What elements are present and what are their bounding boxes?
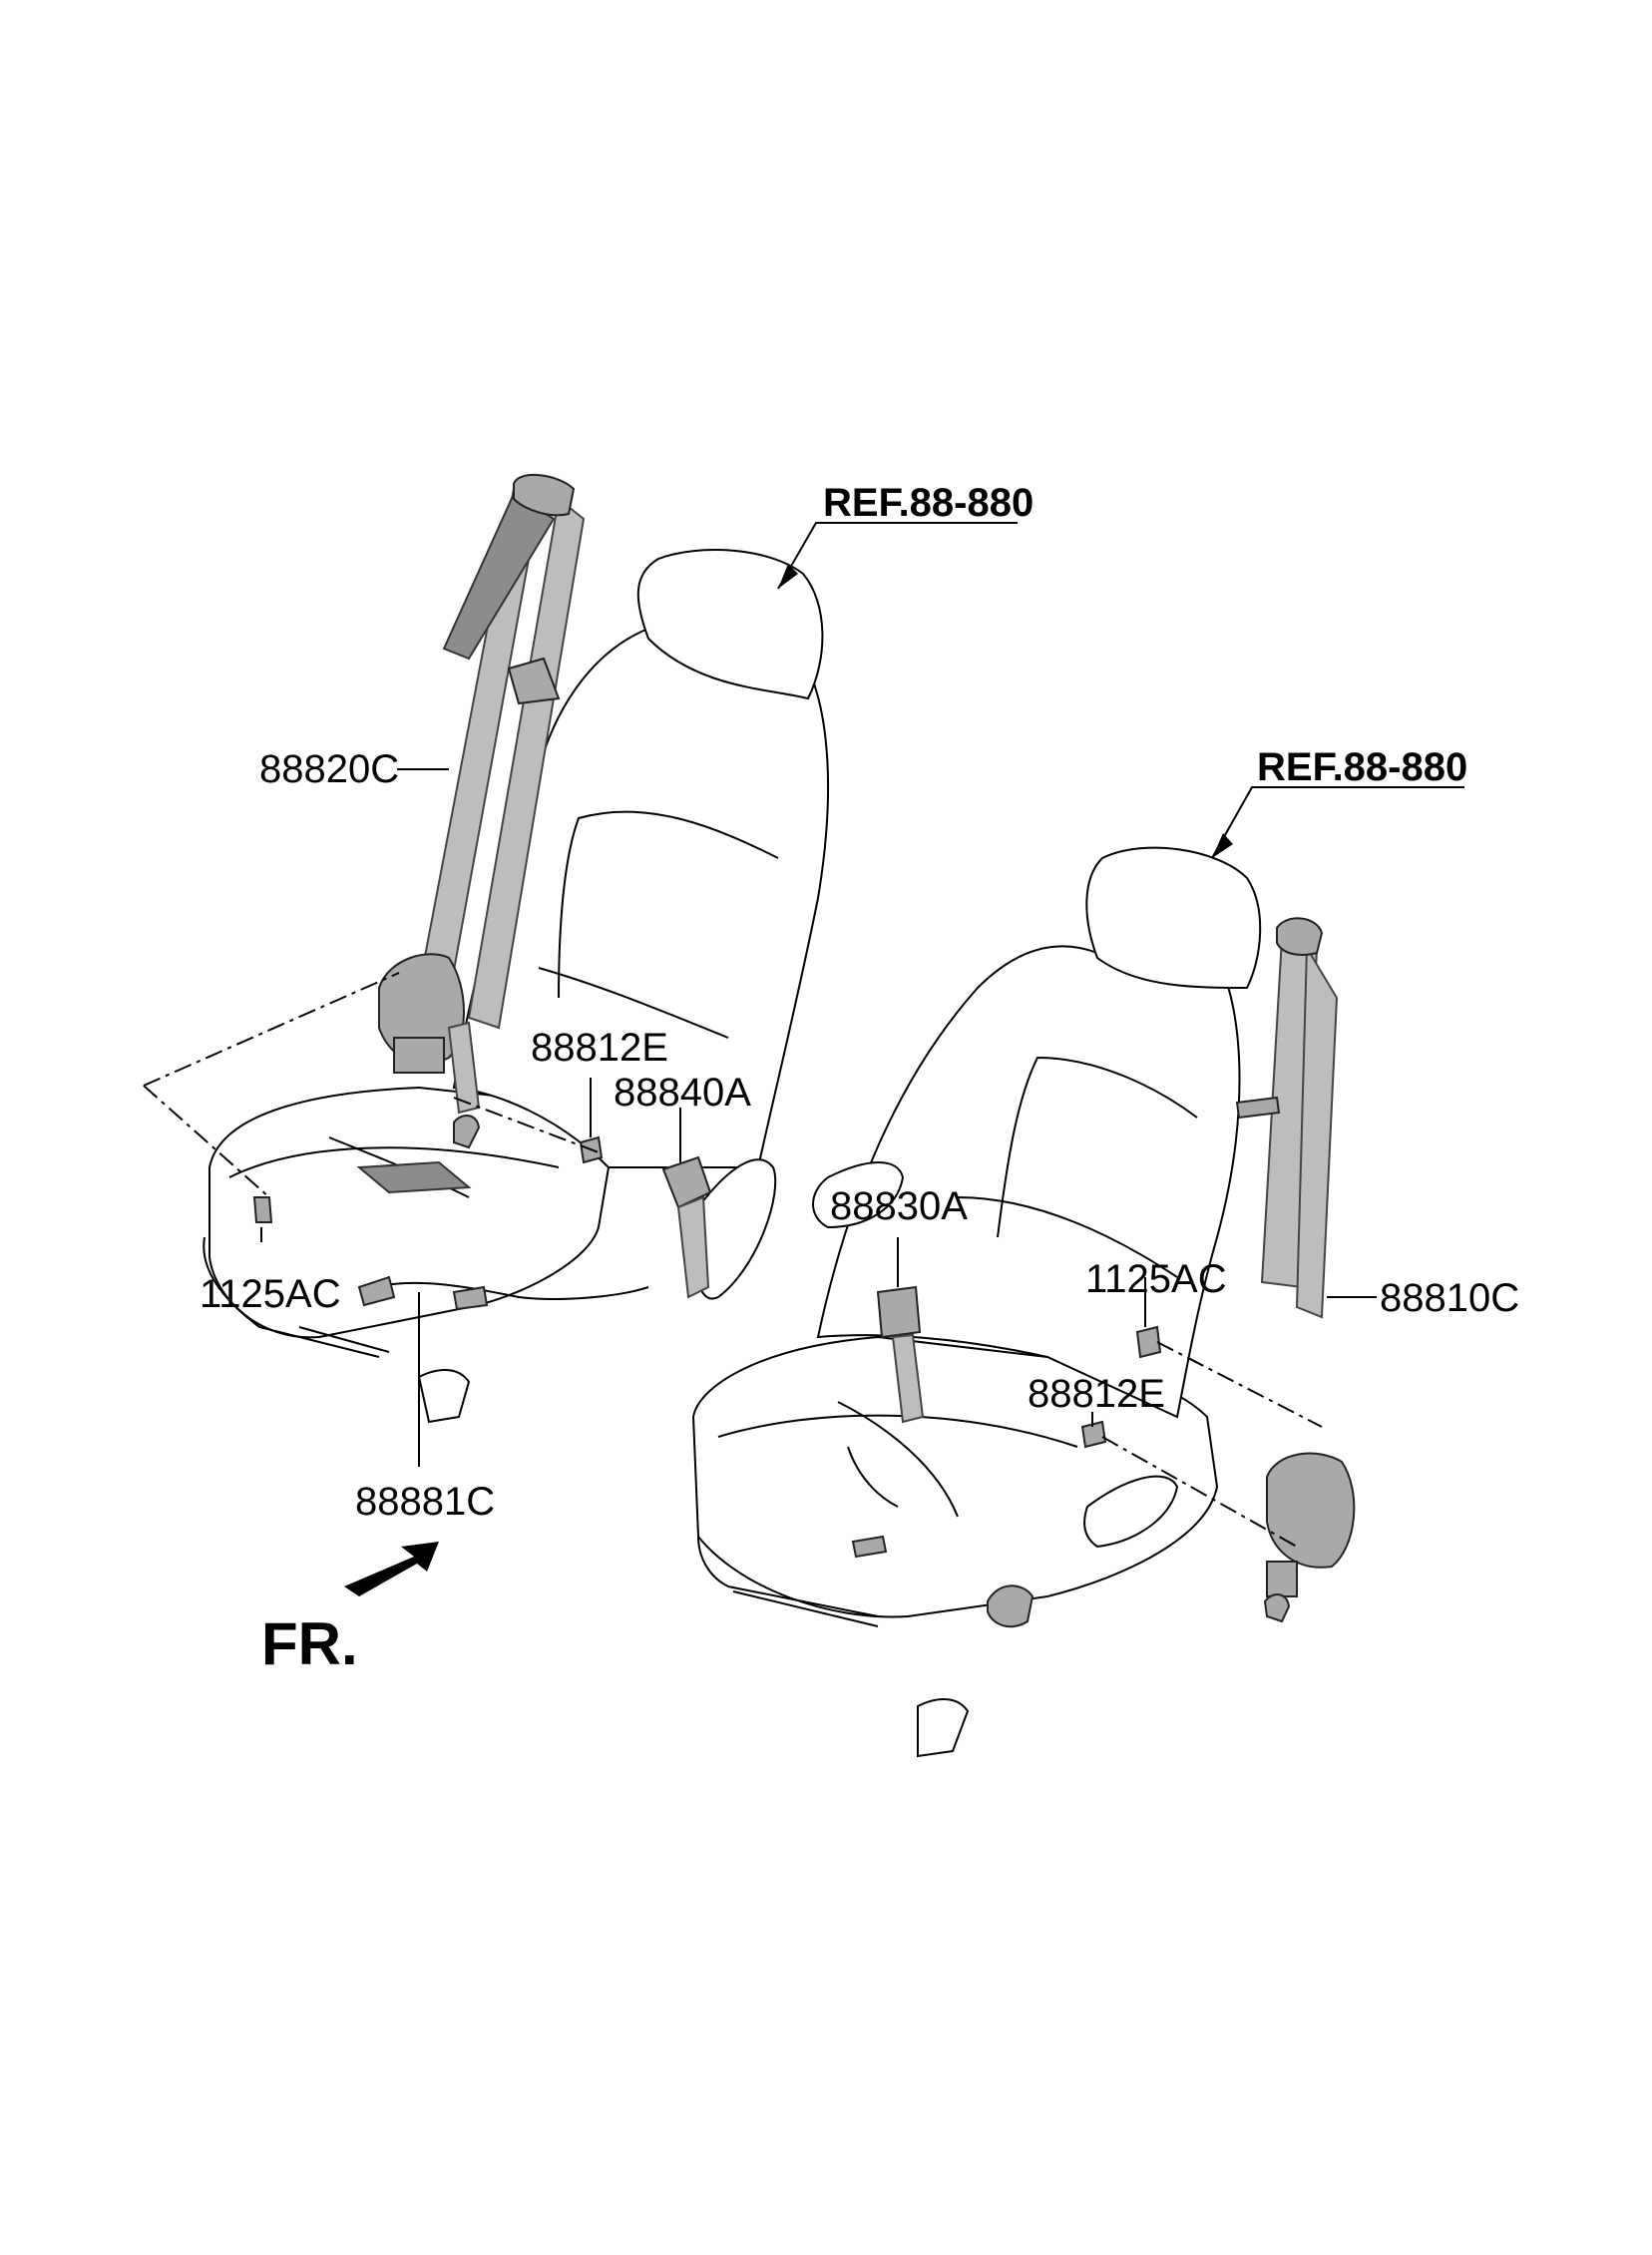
- ref-label-right: REF.88-880: [1257, 745, 1467, 789]
- part-label-88840A: 88840A: [614, 1071, 751, 1115]
- part-label-88820C: 88820C: [259, 747, 399, 791]
- part-label-88881C: 88881C: [355, 1480, 495, 1524]
- part-label-1125AC-left: 1125AC: [200, 1272, 341, 1316]
- ref-left-callout: [777, 522, 1018, 590]
- part-label-88812E-left: 88812E: [531, 1026, 668, 1070]
- part-label-88810C: 88810C: [1380, 1276, 1519, 1320]
- ref-label-left: REF.88-880: [823, 481, 1033, 525]
- part-label-88812E-right: 88812E: [1028, 1372, 1165, 1416]
- part-label-88830A: 88830A: [830, 1184, 968, 1228]
- part-label-1125AC-right: 1125AC: [1085, 1257, 1227, 1301]
- ref-right-callout: [1211, 786, 1464, 859]
- front-arrow-icon: [344, 1542, 439, 1596]
- left-seat: [143, 473, 829, 1467]
- right-seat: [691, 846, 1377, 1758]
- front-label: FR.: [261, 1610, 358, 1677]
